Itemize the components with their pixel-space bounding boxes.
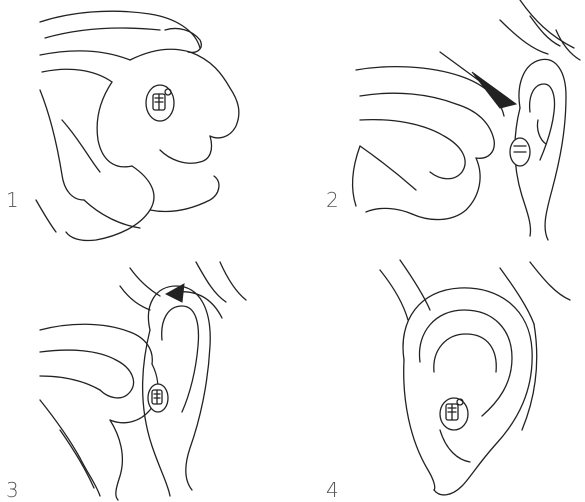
ear-4 — [380, 260, 570, 495]
earbud-4 — [440, 398, 468, 430]
step-number-4: 4 — [326, 480, 339, 500]
panel-4-illustration — [380, 260, 570, 495]
earbud-1 — [146, 85, 174, 121]
panel-1-illustration — [36, 11, 239, 240]
ear-2 — [500, 0, 580, 240]
step-number-2: 2 — [326, 190, 339, 210]
earbud-2 — [510, 138, 530, 166]
hand-3 — [40, 324, 158, 500]
step-number-3: 3 — [6, 480, 19, 500]
panel-3-illustration — [40, 262, 246, 500]
panel-2-illustration — [353, 0, 580, 240]
hand-2 — [353, 67, 504, 220]
hand-1 — [36, 11, 239, 240]
step-number-1: 1 — [6, 190, 19, 210]
earbud-3 — [148, 384, 168, 412]
arrow-2 — [440, 52, 516, 108]
